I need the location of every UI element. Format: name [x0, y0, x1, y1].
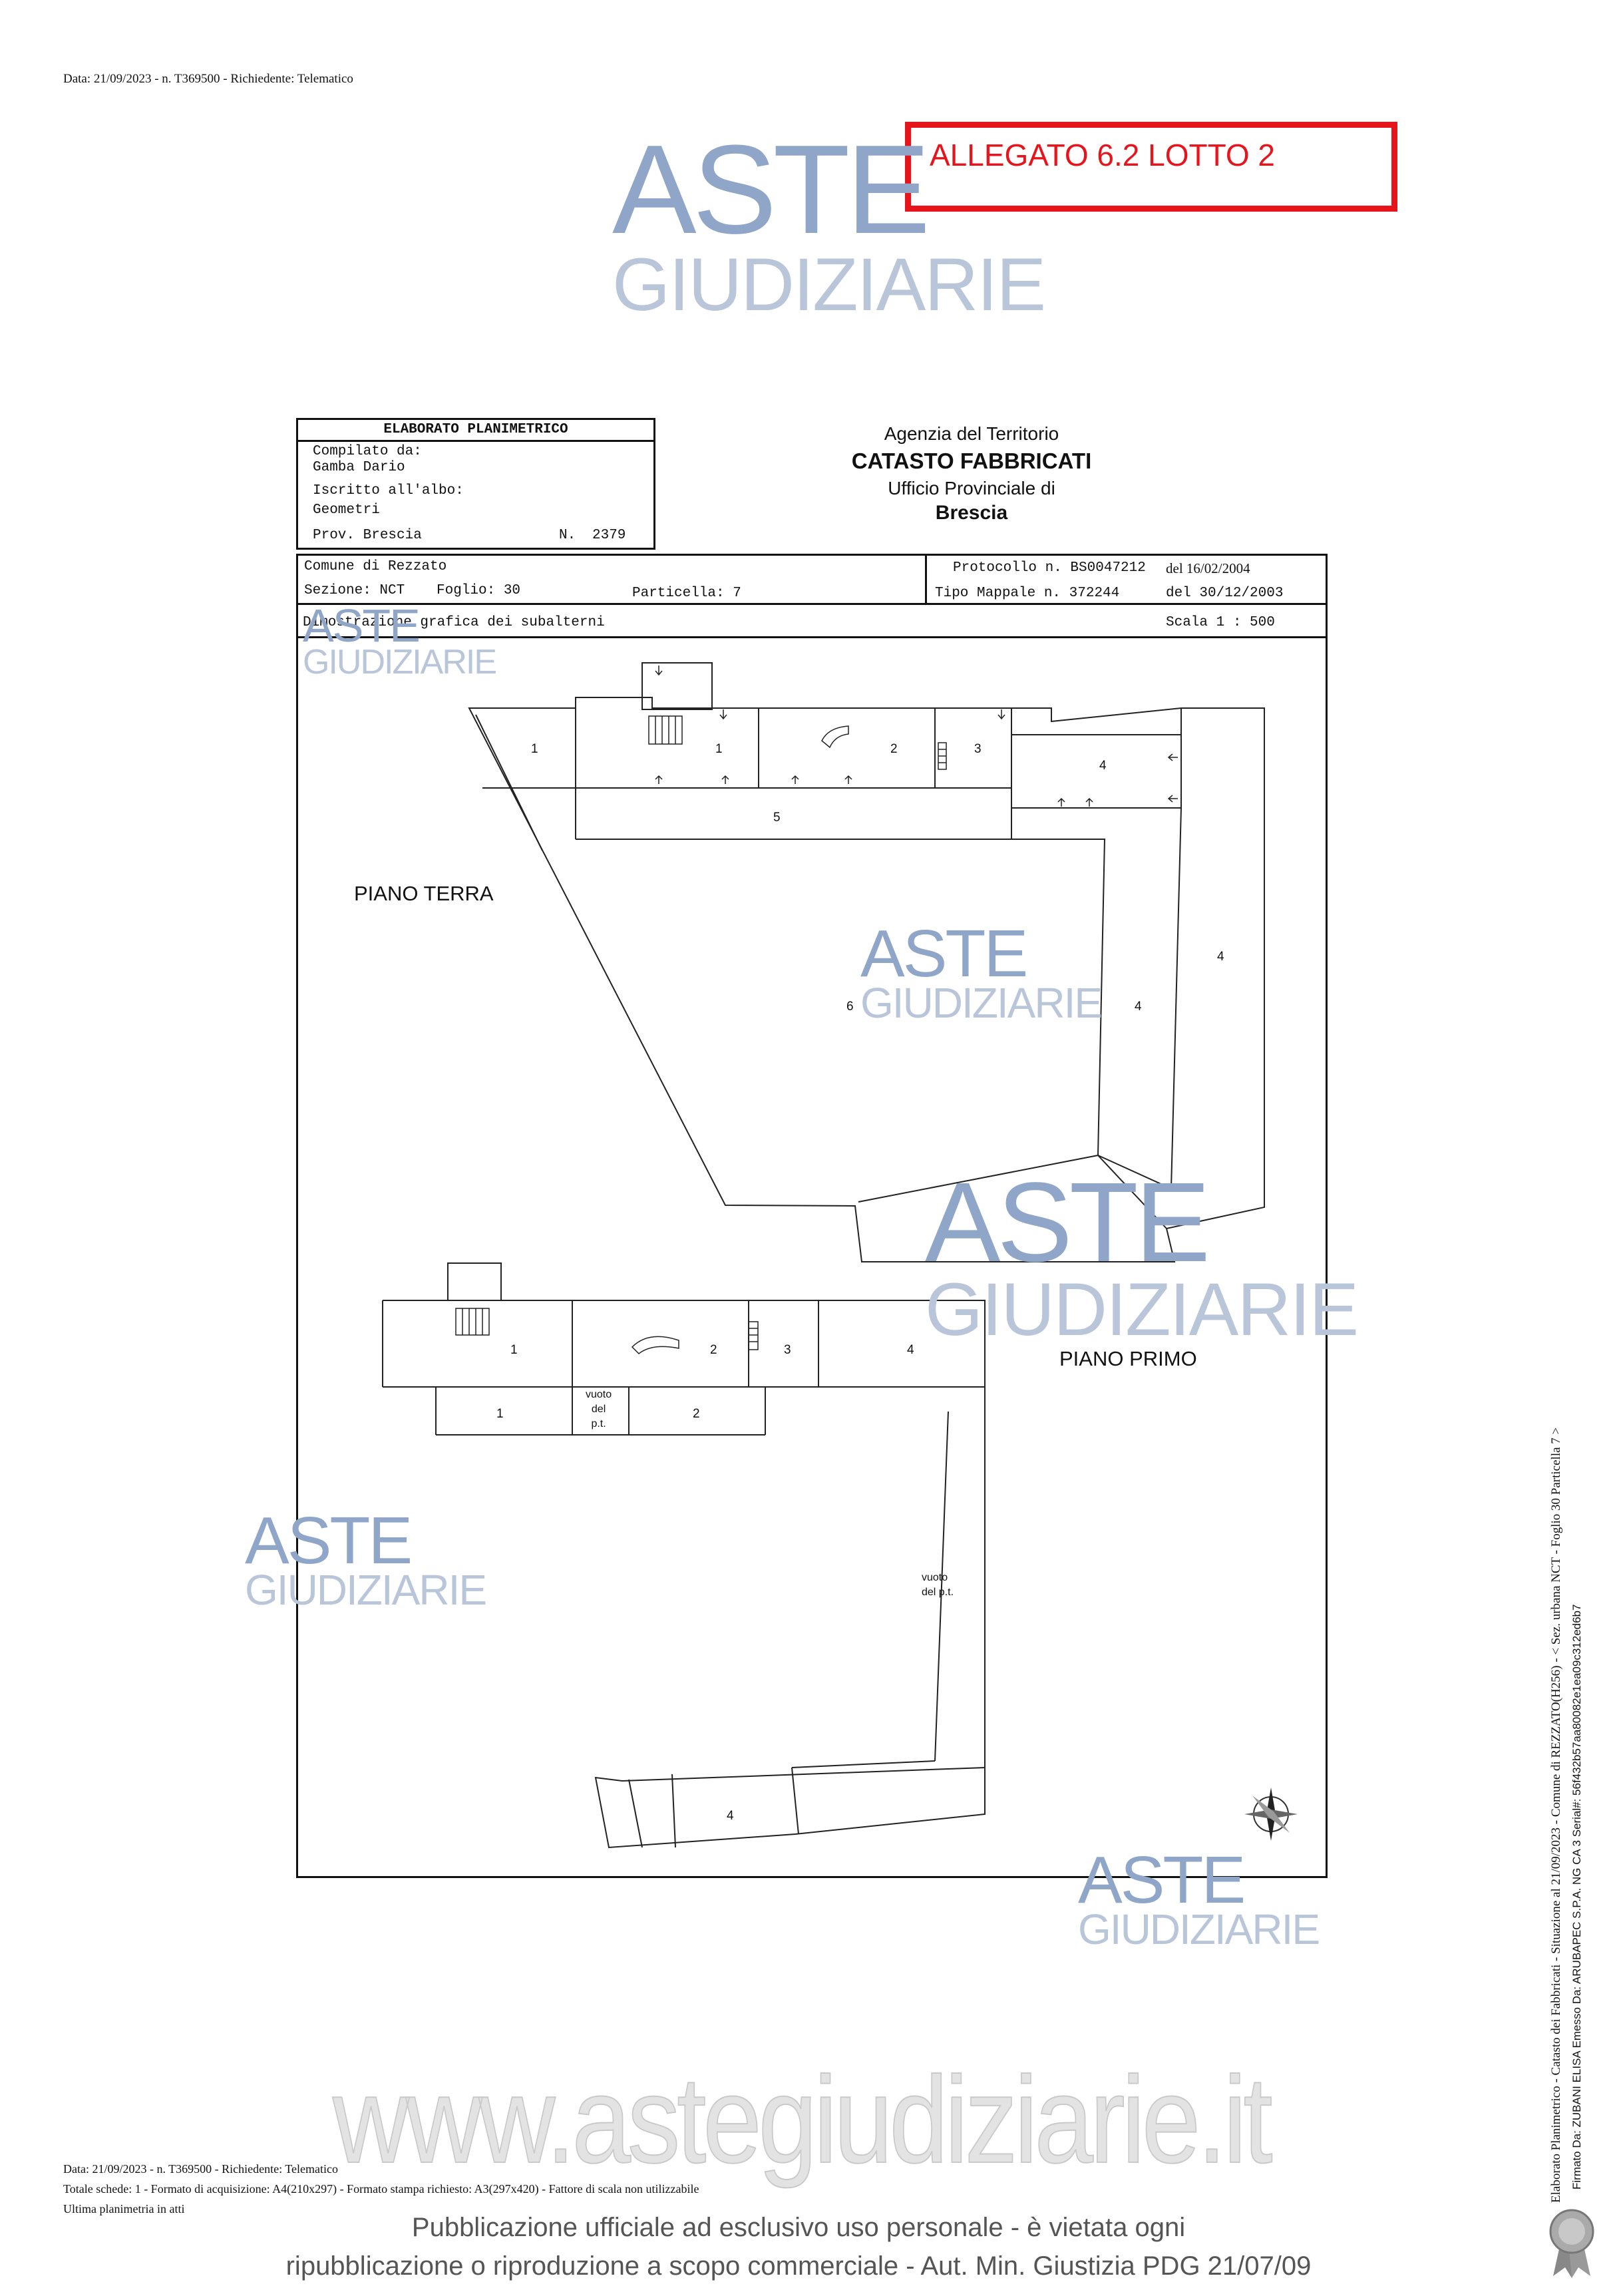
- foglio: Foglio: 30: [437, 583, 521, 598]
- compass-rose-icon: [1244, 1788, 1298, 1841]
- watermark-aste: ASTE: [612, 119, 930, 260]
- iscritto-value: Geometri: [313, 502, 380, 518]
- compilato-name: Gamba Dario: [313, 460, 405, 475]
- comune: Comune di Rezzato: [304, 559, 447, 574]
- watermark-small-2: ASTE GIUDIZIARIE: [860, 916, 1103, 1027]
- watermark-small-3: ASTE GIUDIZIARIE: [925, 1159, 1359, 1351]
- scala: Scala 1 : 500: [1166, 615, 1275, 630]
- footer-block: Data: 21/09/2023 - n. T369500 - Richiede…: [63, 2159, 699, 2219]
- vuoto-label-small: vuoto del p.t.: [586, 1389, 612, 1430]
- agency-line1: Agenzia del Territorio: [884, 423, 1059, 444]
- agency-line2: CATASTO FABBRICATI: [851, 449, 1092, 473]
- sub-label: 2: [693, 1407, 700, 1421]
- publication-line1: Pubblicazione ufficiale ad esclusivo uso…: [411, 2213, 1186, 2242]
- sub-label: 1: [496, 1407, 504, 1421]
- piano-primo-label: PIANO PRIMO: [1059, 1347, 1197, 1370]
- tipo-date: del 30/12/2003: [1166, 586, 1284, 601]
- protocollo: Protocollo n. BS0047212: [953, 560, 1146, 576]
- info-divider: [296, 603, 1328, 605]
- url-watermark: www.astegiudiziarie.it: [332, 2051, 1273, 2190]
- piano-terra-label: PIANO TERRA: [354, 882, 494, 905]
- sub-label: 1: [715, 742, 723, 756]
- drawing-frame: [296, 554, 1328, 1878]
- iscritto-label: Iscritto all'albo:: [313, 483, 464, 498]
- agency-line3: Ufficio Provinciale di: [888, 478, 1055, 498]
- n-value: 2379: [592, 528, 626, 543]
- compilato-label: Compilato da:: [313, 444, 422, 459]
- dimostrazione-divider: [296, 636, 1328, 638]
- dimostrazione: Dimostrazione grafica dei subalterni: [303, 615, 605, 630]
- side-text-1: Elaborato Planimetrico - Catasto dei Fab…: [1549, 1427, 1563, 2203]
- agency-line4: Brescia: [935, 502, 1008, 524]
- watermark-small-1: ASTE GIUDIZIARIE: [303, 600, 497, 681]
- info-vdivider: [925, 554, 927, 603]
- tipo-mappale: Tipo Mappale n. 372244: [935, 586, 1120, 601]
- footer-line3: Ultima planimetria in atti: [63, 2202, 185, 2215]
- publication-line2: ripubblicazione o riproduzione a scopo c…: [285, 2251, 1312, 2281]
- seal-ribbon-icon: [1549, 2209, 1594, 2278]
- sub-label: 4: [1135, 1000, 1142, 1014]
- sub-label: 4: [727, 1809, 734, 1823]
- piano-terra-outline: [468, 697, 1265, 1262]
- elaborato-title: ELABORATO PLANIMETRICO: [298, 420, 653, 442]
- sub-label: 6: [846, 1000, 854, 1014]
- agency-block: Agenzia del Territorio CATASTO FABBRICAT…: [779, 423, 1165, 524]
- vuoto-label-long: vuoto del p.t.: [922, 1572, 954, 1598]
- allegato-box: ALLEGATO 6.2 LOTTO 2: [905, 122, 1397, 212]
- sub-label: 4: [1217, 950, 1224, 964]
- watermark-giudiziarie: GIUDIZIARIE: [612, 243, 1046, 326]
- footer-line2: Totale schede: 1 - Formato di acquisizio…: [63, 2182, 699, 2196]
- watermark-small-4: ASTE GIUDIZIARIE: [245, 1503, 487, 1614]
- sub-label: 2: [890, 742, 898, 756]
- sub-label: 2: [710, 1343, 717, 1357]
- watermark-logo: ASTE GIUDIZIARIE: [612, 119, 1046, 326]
- side-text-2: Firmato Da: ZUBANI ELISA Emesso Da: ARUB…: [1570, 1604, 1583, 2190]
- publication-notice: Pubblicazione ufficiale ad esclusivo uso…: [266, 2208, 1331, 2285]
- sub-label: 3: [974, 742, 982, 756]
- piano-primo-outline: [382, 1262, 986, 1849]
- floor-plan: [382, 662, 1298, 1849]
- elaborato-box: ELABORATO PLANIMETRICO Compilato da: Gam…: [296, 418, 655, 550]
- prov-label: Prov. Brescia: [313, 528, 422, 543]
- watermark-small-5: ASTE GIUDIZIARIE: [1078, 1843, 1320, 1953]
- sub-label: 4: [1099, 759, 1107, 773]
- sezione: Sezione: NCT: [304, 583, 405, 598]
- header-date: Data: 21/09/2023 - n. T369500 - Richiede…: [63, 72, 353, 86]
- allegato-label: ALLEGATO 6.2 LOTTO 2: [930, 138, 1276, 172]
- sub-label: 1: [510, 1343, 518, 1357]
- n-label: N.: [559, 528, 576, 543]
- sub-label: 4: [907, 1343, 914, 1357]
- protocollo-date: del 16/02/2004: [1166, 560, 1250, 576]
- footer-line1: Data: 21/09/2023 - n. T369500 - Richiede…: [63, 2162, 338, 2176]
- sub-label: 5: [773, 811, 781, 825]
- sub-label: 3: [784, 1343, 791, 1357]
- particella: Particella: 7: [632, 586, 741, 601]
- sub-label: 1: [531, 742, 538, 756]
